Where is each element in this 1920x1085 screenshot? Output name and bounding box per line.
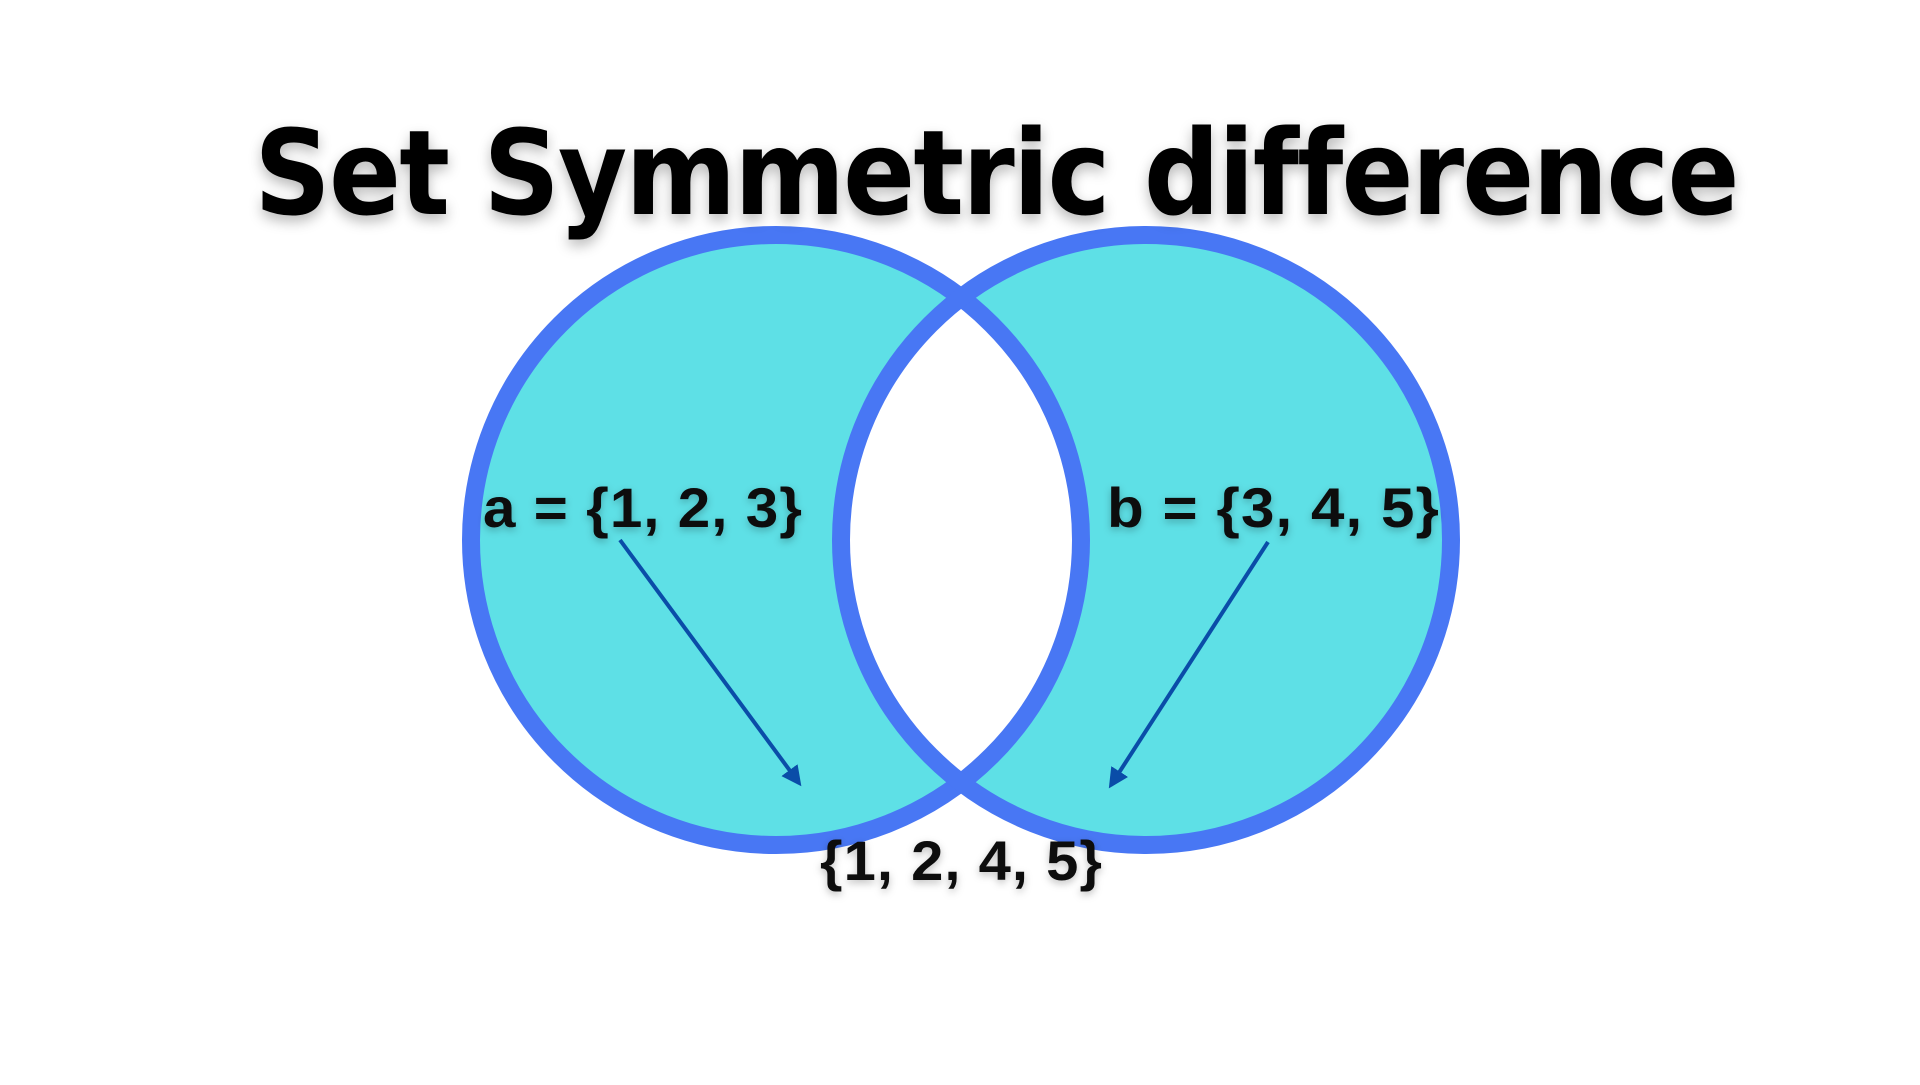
set-b-label: b = {3, 4, 5} (1107, 476, 1440, 539)
set-a-circle-outline (462, 226, 1090, 854)
set-b-circle-outline (832, 226, 1460, 854)
arrow-b-to-result (1108, 540, 1270, 789)
intersection-region (841, 235, 1081, 845)
page-title: Set Symmetric difference (254, 104, 1739, 242)
set-a-label: a = {1, 2, 3} (483, 476, 803, 539)
result-label: {1, 2, 4, 5} (820, 829, 1103, 892)
arrow-a-to-result (618, 538, 802, 787)
